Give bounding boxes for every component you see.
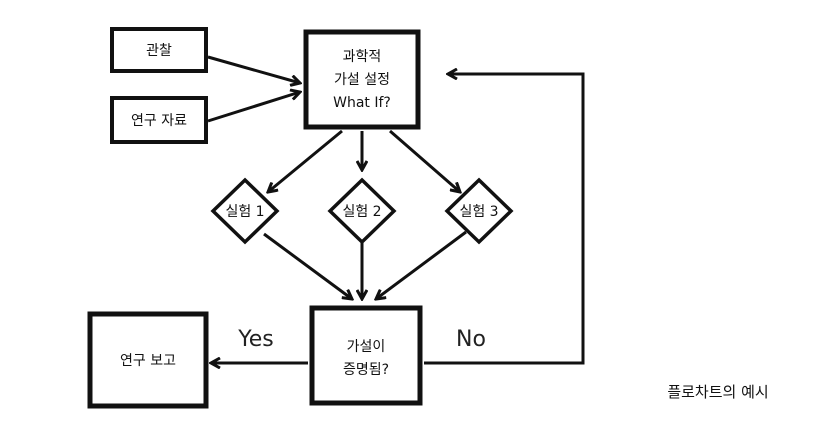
report-label: 연구 보고: [120, 353, 176, 369]
proven-line-1: 가설이: [347, 339, 386, 355]
experiment1-node: 실험 1: [210, 177, 280, 245]
figure-caption: 플로차트의 예시: [667, 383, 768, 401]
edge-proven-no-loop: [424, 74, 585, 365]
experiment1-label: 실험 1: [225, 204, 264, 220]
experiment2-node: 실험 2: [327, 177, 397, 245]
hypothesis-line-3: What If?: [333, 95, 391, 111]
proven-node: 가설이 증명됨?: [309, 305, 423, 406]
research-data-label: 연구 자료: [131, 113, 187, 129]
no-edge-label: No: [456, 327, 486, 352]
experiment2-label: 실험 2: [342, 204, 381, 220]
observation-label: 관찰: [146, 43, 172, 59]
report-node: 연구 보고: [87, 311, 209, 409]
hypothesis-line-1: 과학적: [343, 49, 382, 65]
hypothesis-node: 과학적 가설 설정 What If?: [303, 29, 421, 130]
yes-edge-label: Yes: [237, 327, 274, 352]
observation-node: 관찰: [110, 27, 208, 73]
experiment3-label: 실험 3: [459, 204, 498, 220]
hypothesis-line-2: 가설 설정: [334, 72, 390, 88]
research-data-node: 연구 자료: [110, 96, 208, 144]
proven-line-2: 증명됨?: [343, 362, 389, 378]
edge-experiment1-to-proven: [263, 232, 352, 299]
edge-experiment3-to-proven: [376, 230, 467, 299]
edge-research-data-to-hypothesis: [207, 92, 300, 123]
experiment3-node: 실험 3: [444, 177, 514, 245]
edge-hypothesis-to-experiment3: [389, 129, 460, 192]
edge-observation-to-hypothesis: [207, 55, 300, 83]
edge-hypothesis-to-experiment1: [268, 129, 343, 192]
flowchart-edges: [207, 55, 585, 365]
